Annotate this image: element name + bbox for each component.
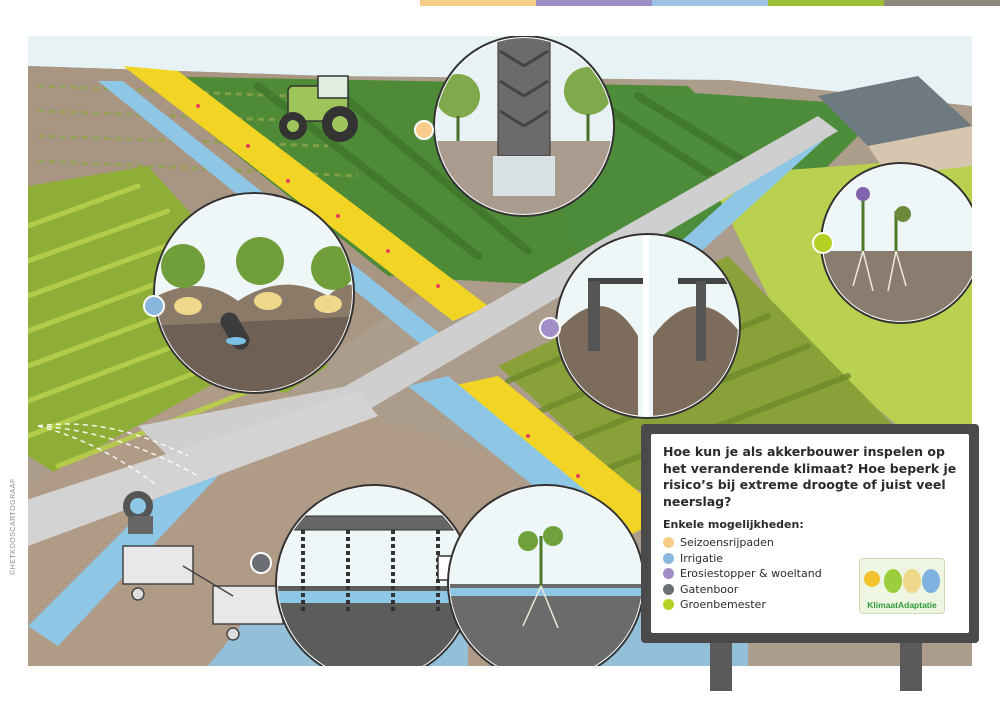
purple-dot-icon bbox=[663, 568, 674, 580]
option-label: Irrigatie bbox=[680, 551, 724, 565]
logo-graphic bbox=[860, 559, 944, 613]
blue-dot-icon bbox=[663, 552, 674, 564]
option-label: Erosiestopper & woeltand bbox=[680, 567, 822, 581]
option-groenbemester: Groenbemester bbox=[663, 597, 822, 613]
stripe-grey bbox=[884, 0, 1000, 6]
board-subheading: Enkele mogelijkheden: bbox=[663, 518, 804, 531]
orange-dot-icon bbox=[663, 537, 674, 549]
color-stripe bbox=[420, 0, 1000, 6]
klimaatadaptatie-logo: KlimaatAdaptatie bbox=[859, 558, 945, 614]
stripe-orange bbox=[420, 0, 536, 6]
option-seizoensrijpaden: Seizoensrijpaden bbox=[663, 535, 822, 551]
farm-illustration bbox=[28, 36, 972, 666]
options-list: Seizoensrijpaden Irrigatie Erosiestopper… bbox=[663, 535, 822, 613]
board-question: Hoe kun je als akkerbouwer inspelen op h… bbox=[663, 444, 957, 509]
option-label: Groenbemester bbox=[680, 598, 766, 612]
credit-text: ©HETKOOSCARTOGRAAF bbox=[10, 478, 17, 575]
board-post-left bbox=[710, 643, 732, 691]
landscape-svg bbox=[28, 36, 972, 666]
option-gatenboor: Gatenboor bbox=[663, 582, 822, 598]
info-board: Hoe kun je als akkerbouwer inspelen op h… bbox=[641, 424, 979, 643]
logo-text: KlimaatAdaptatie bbox=[867, 600, 937, 610]
info-board-panel: Hoe kun je als akkerbouwer inspelen op h… bbox=[651, 434, 969, 633]
stripe-purple bbox=[536, 0, 652, 6]
option-irrigatie: Irrigatie bbox=[663, 551, 822, 567]
green-dot-icon bbox=[663, 599, 674, 611]
stripe-green bbox=[768, 0, 884, 6]
option-label: Seizoensrijpaden bbox=[680, 536, 774, 550]
option-label: Gatenboor bbox=[680, 582, 739, 596]
grey-dot-icon bbox=[663, 583, 674, 595]
stripe-blue bbox=[652, 0, 768, 6]
option-erosiestopper: Erosiestopper & woeltand bbox=[663, 566, 822, 582]
board-post-right bbox=[900, 643, 922, 691]
